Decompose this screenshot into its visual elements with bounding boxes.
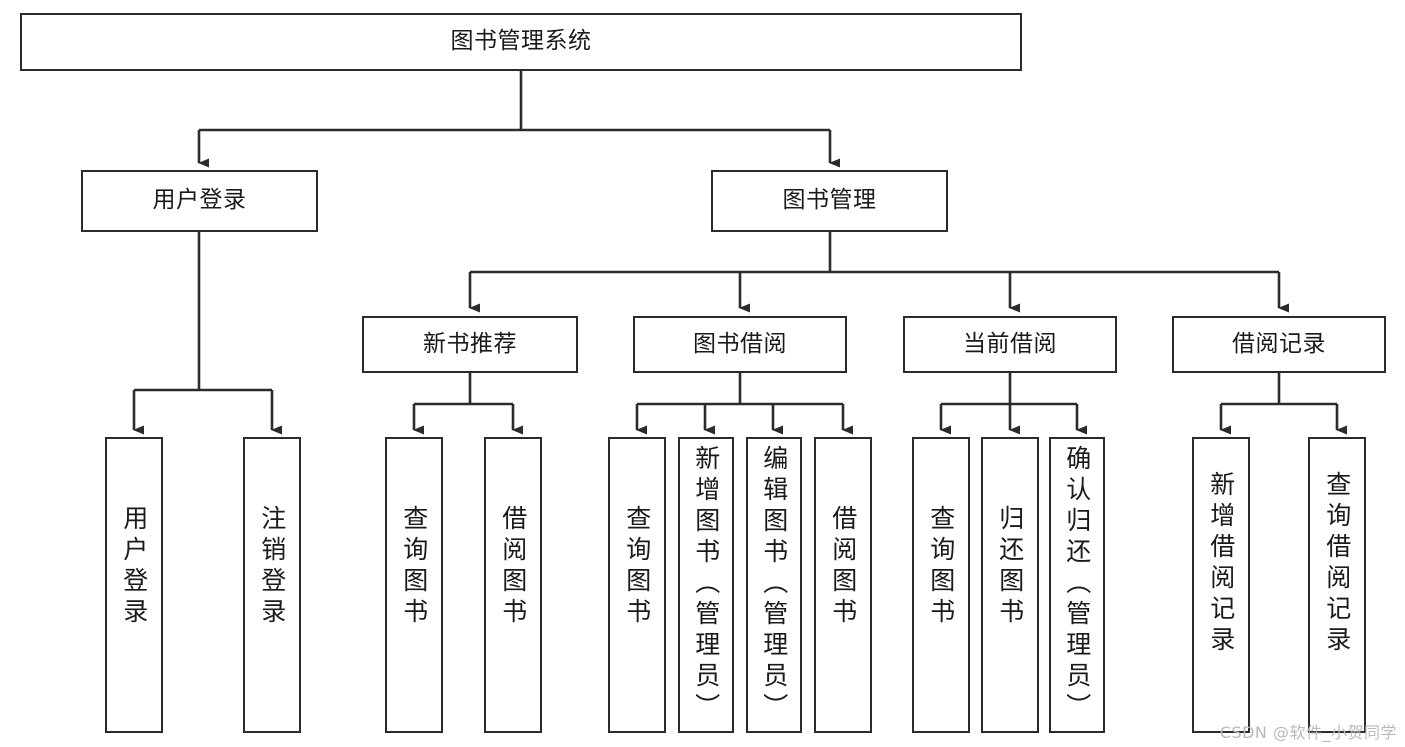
leaf-borrow-record-query[interactable]: 查询借阅记录 xyxy=(1308,437,1366,733)
node-book-management-label: 图书管理 xyxy=(782,187,877,214)
leaf-user-login-logout-label: 注销登录 xyxy=(257,505,287,629)
node-borrow-record[interactable]: 借阅记录 xyxy=(1172,316,1386,373)
node-book-borrow[interactable]: 图书借阅 xyxy=(633,316,847,373)
node-current-borrow[interactable]: 当前借阅 xyxy=(903,316,1117,373)
node-book-borrow-label: 图书借阅 xyxy=(693,330,787,357)
watermark: CSDN @软件_小贺同学 xyxy=(1219,723,1397,742)
leaf-user-login-logout[interactable]: 注销登录 xyxy=(243,437,301,733)
node-current-borrow-label: 当前借阅 xyxy=(963,330,1057,357)
node-new-book-recommend[interactable]: 新书推荐 xyxy=(362,316,578,373)
leaf-borrow-record-add-label: 新增借阅记录 xyxy=(1206,471,1236,657)
leaf-new-book-query[interactable]: 查询图书 xyxy=(385,437,443,733)
leaf-current-borrow-confirm[interactable]: 确认归还（管理员） xyxy=(1049,437,1105,733)
leaf-book-borrow-edit-label: 编辑图书（管理员） xyxy=(759,445,789,724)
leaf-current-borrow-return[interactable]: 归还图书 xyxy=(981,437,1039,733)
leaf-new-book-borrow-label: 借阅图书 xyxy=(498,505,528,629)
node-root-label: 图书管理系统 xyxy=(450,28,592,55)
leaf-borrow-record-add[interactable]: 新增借阅记录 xyxy=(1192,437,1250,733)
leaf-new-book-query-label: 查询图书 xyxy=(399,505,429,629)
leaf-user-login-login[interactable]: 用户登录 xyxy=(105,437,163,733)
leaf-user-login-login-label: 用户登录 xyxy=(119,505,149,629)
leaf-borrow-record-query-label: 查询借阅记录 xyxy=(1322,471,1352,657)
node-book-management[interactable]: 图书管理 xyxy=(711,170,948,232)
leaf-current-borrow-query-label: 查询图书 xyxy=(926,505,956,629)
leaf-book-borrow-add[interactable]: 新增图书（管理员） xyxy=(678,437,734,733)
node-root[interactable]: 图书管理系统 xyxy=(20,13,1022,71)
leaf-current-borrow-query[interactable]: 查询图书 xyxy=(912,437,970,733)
node-user-login[interactable]: 用户登录 xyxy=(81,170,318,232)
node-user-login-label: 用户登录 xyxy=(152,187,247,214)
leaf-current-borrow-return-label: 归还图书 xyxy=(995,505,1025,629)
leaf-current-borrow-confirm-label: 确认归还（管理员） xyxy=(1062,445,1092,724)
node-borrow-record-label: 借阅记录 xyxy=(1232,330,1326,357)
leaf-book-borrow-borrow-label: 借阅图书 xyxy=(828,505,858,629)
leaf-book-borrow-add-label: 新增图书（管理员） xyxy=(691,445,721,724)
leaf-book-borrow-borrow[interactable]: 借阅图书 xyxy=(814,437,872,733)
leaf-book-borrow-query-label: 查询图书 xyxy=(622,505,652,629)
leaf-book-borrow-query[interactable]: 查询图书 xyxy=(608,437,666,733)
leaf-new-book-borrow[interactable]: 借阅图书 xyxy=(484,437,542,733)
leaf-book-borrow-edit[interactable]: 编辑图书（管理员） xyxy=(746,437,802,733)
node-new-book-recommend-label: 新书推荐 xyxy=(423,330,517,357)
